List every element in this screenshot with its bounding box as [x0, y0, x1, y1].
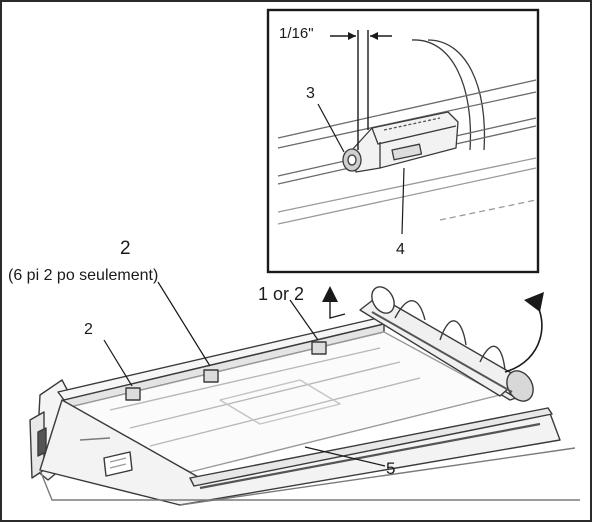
callout-2-left: 2 — [84, 321, 93, 338]
inset-detail — [266, 8, 540, 274]
dim-arrow-right-icon — [348, 32, 356, 40]
inset-dimension-label: 1/16" — [279, 25, 314, 42]
up-arrow-icon — [322, 286, 338, 302]
lift-arrows — [322, 286, 544, 373]
callout-1-or-2: 1 or 2 — [258, 284, 304, 304]
callout-2-center: 2 — [120, 238, 131, 259]
truck-bed-illustration — [29, 286, 580, 506]
leader-lines — [103, 281, 386, 467]
note-6ft-only: (6 pi 2 po seulement) — [8, 267, 158, 284]
inset-callout-4: 4 — [396, 241, 405, 258]
curved-arrow-icon — [524, 292, 544, 312]
dim-arrow-left-icon — [370, 32, 378, 40]
inset-callout-3: 3 — [306, 85, 315, 102]
callout-5: 5 — [386, 459, 395, 478]
